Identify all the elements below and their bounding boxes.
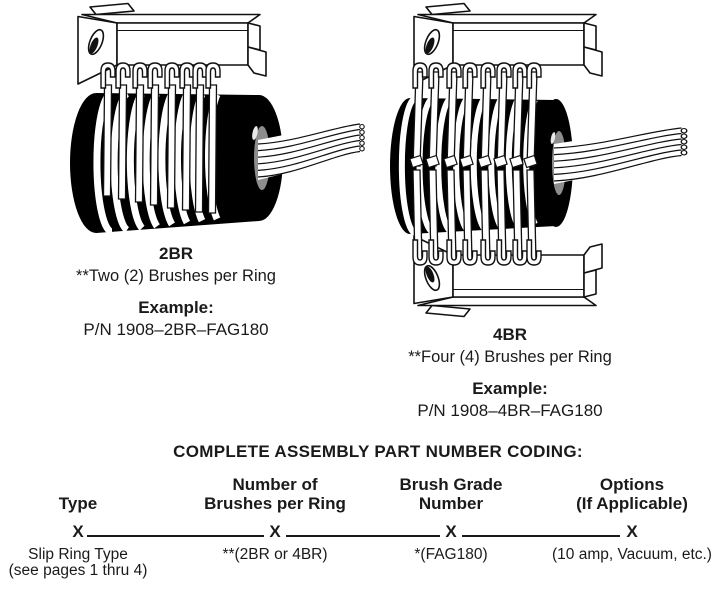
brush-block [77, 2, 267, 85]
coding-col4-header-line2: (If Applicable) [576, 494, 688, 513]
brush-block-bottom [413, 235, 603, 318]
coding-title: COMPLETE ASSEMBLY PART NUMBER CODING: [173, 442, 583, 461]
coding-col1-desc-line1: Slip Ring Type [28, 546, 128, 563]
figure-2br-illustration [70, 2, 365, 236]
coding-col2-desc: **(2BR or 4BR) [222, 546, 328, 563]
part-number-2br: P/N 1908–2BR–FAG180 [83, 320, 269, 339]
coding-x-col2: X [269, 522, 281, 541]
figure-desc-2br: **Two (2) Brushes per Ring [76, 267, 276, 285]
coding-col1-desc-line2: (see pages 1 thru 4) [8, 562, 148, 579]
coding-connector-line-3 [462, 535, 620, 537]
brush-hooks [100, 62, 221, 89]
lower-brush-arms [412, 169, 537, 263]
part-number-4br: P/N 1908–4BR–FAG180 [417, 401, 603, 420]
caption-2br: 2BR **Two (2) Brushes per Ring Example: … [76, 244, 276, 340]
coding-x-col1: X [72, 522, 84, 541]
example-label-4br: Example: [472, 379, 548, 398]
lead-wires [553, 123, 688, 185]
coding-x-col4: X [626, 522, 638, 541]
coding-col3-header-line2: Number [418, 494, 484, 513]
slip-ring-drum [70, 89, 283, 236]
caption-4br: 4BR **Four (4) Brushes per Ring Example:… [408, 325, 612, 421]
figure-desc-4br: **Four (4) Brushes per Ring [408, 348, 612, 366]
coding-col2-header-line1: Number of [232, 475, 318, 494]
coding-col2-header-line2: Brushes per Ring [204, 494, 346, 513]
upper-brush-arms [412, 71, 538, 167]
coding-col3-desc: *(FAG180) [414, 546, 488, 563]
coding-col3-header-line1: Brush Grade [399, 475, 503, 494]
figure-label-2br: 2BR [158, 244, 194, 263]
brushes [102, 84, 218, 214]
brush-contacts [409, 154, 538, 169]
coding-col4-desc: (10 amp, Vacuum, etc.) [552, 546, 712, 563]
coding-connector-line-1 [87, 535, 264, 537]
figure-4br-illustration [390, 2, 688, 318]
coding-col1-header: Type [58, 494, 98, 513]
coding-connector-line-2 [286, 535, 440, 537]
example-label-2br: Example: [138, 298, 214, 317]
figure-label-4br: 4BR [492, 325, 527, 344]
coding-x-col3: X [445, 522, 457, 541]
coding-col4-header-line1: Options [599, 475, 665, 494]
